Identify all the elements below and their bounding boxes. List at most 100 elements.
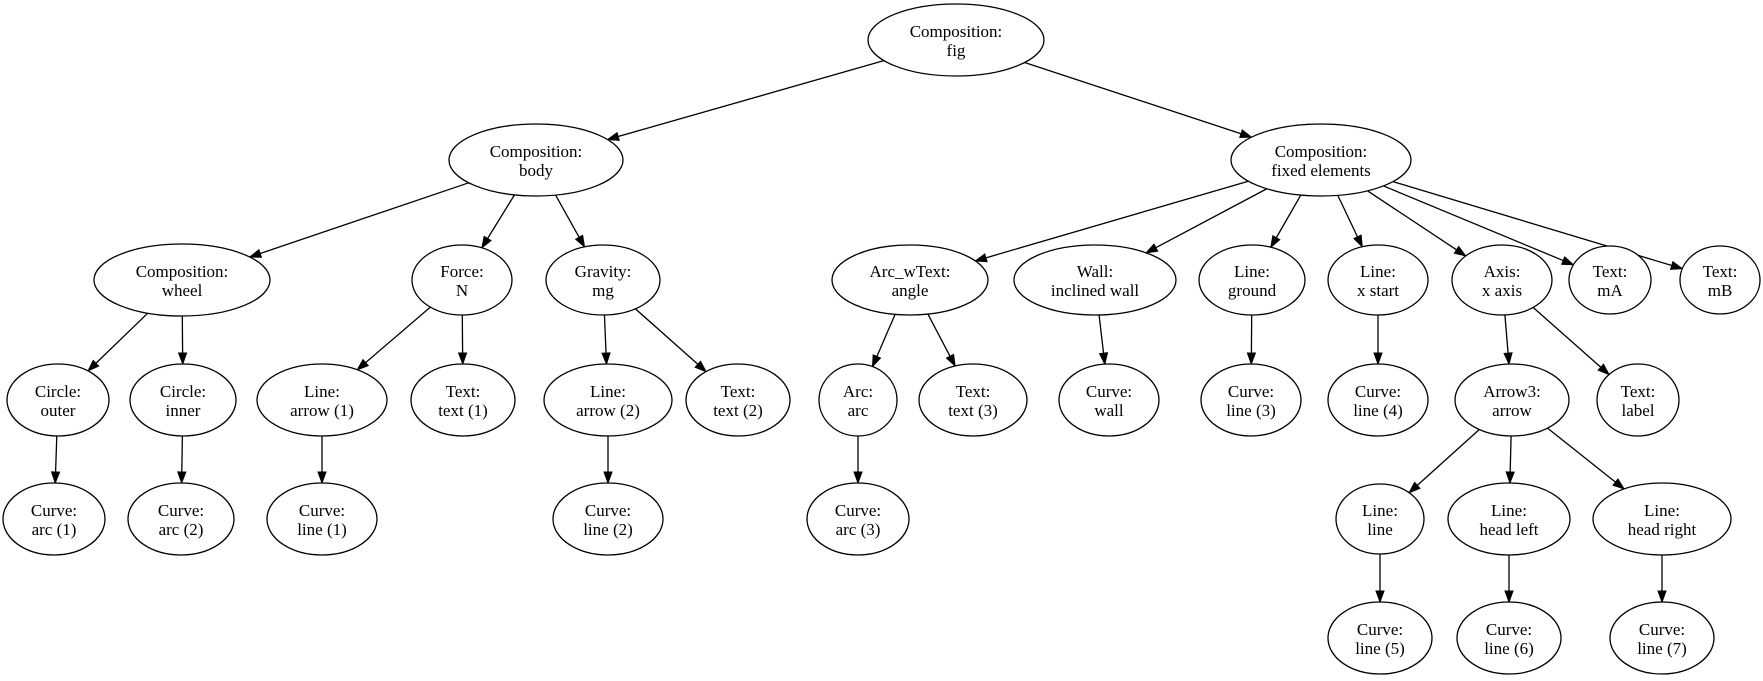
tree-edge-arrow3-headr (1547, 427, 1626, 490)
node-label: Force:N (440, 262, 483, 300)
node-label: Curve:wall (1086, 382, 1132, 420)
tree-node-arrow2: Line:arrow (2) (543, 363, 673, 437)
tree-node-cline1: Curve:line (1) (266, 482, 378, 556)
node-label: Line:x start (1357, 262, 1399, 300)
node-label: Text:text (3) (948, 382, 998, 420)
node-label: Line:arrow (2) (576, 382, 640, 420)
tree-node-carc1: Curve:arc (1) (2, 482, 106, 556)
node-label-line1: Curve: (1639, 620, 1685, 639)
tree-edge-fig-fixed (1024, 61, 1253, 139)
node-ellipse (543, 363, 673, 437)
tree-node-inner: Circle:inner (129, 363, 237, 437)
edge-arrowhead-icon (1239, 129, 1253, 139)
edge-line (1532, 306, 1602, 368)
node-label-line2: ground (1228, 281, 1277, 300)
tree-node-arc: Arc:arc (818, 363, 898, 437)
tree-edge-headr-cline7 (1657, 555, 1667, 604)
node-label-line2: line (1367, 520, 1393, 539)
node-label-line2: text (2) (713, 401, 763, 420)
node-label: Circle:outer (35, 382, 81, 420)
tree-node-fixed: Composition:fixed elements (1230, 123, 1412, 197)
node-ellipse (685, 363, 791, 437)
edge-arrowhead-icon (1453, 245, 1467, 257)
tree-node-arrow3: Arrow3:arrow (1454, 363, 1570, 437)
tree-node-wheel: Composition:wheel (93, 243, 271, 317)
edge-line (1504, 314, 1509, 354)
node-label-line1: Text: (1621, 382, 1656, 401)
tree-node-force: Force:N (411, 244, 513, 316)
tree-edge-wheel-outer (87, 312, 149, 372)
tree-node-label: Text:label (1596, 363, 1680, 437)
tree-edge-body-wheel (248, 182, 469, 258)
edge-arrowhead-icon (1504, 590, 1514, 604)
tree-node-text2: Text:text (2) (685, 363, 791, 437)
node-ellipse (1592, 482, 1732, 556)
node-label: Curve:line (7) (1637, 620, 1687, 658)
node-label-line1: Curve: (585, 501, 631, 520)
node-label-line2: outer (41, 401, 76, 420)
node-ellipse (918, 363, 1028, 437)
node-ellipse (1327, 601, 1433, 675)
edge-arrowhead-icon (1505, 471, 1515, 485)
node-label-line1: Curve: (299, 501, 345, 520)
edge-line (1547, 427, 1616, 483)
tree-edge-fixed-xstart (1337, 195, 1363, 249)
edge-arrowhead-icon (1144, 243, 1159, 254)
node-ellipse (867, 3, 1045, 77)
node-label: Arc_wText:angle (870, 262, 951, 300)
edge-line (54, 435, 58, 473)
node-label: Composition:fig (910, 22, 1003, 60)
tree-node-cline5: Curve:line (5) (1327, 601, 1433, 675)
tree-edge-fixed-angle (973, 180, 1249, 263)
edge-line (181, 435, 184, 473)
node-ellipse (1454, 363, 1570, 437)
edge-arrowhead-icon (1612, 478, 1626, 490)
node-label-line1: Circle: (160, 382, 206, 401)
tree-edge-axis-arrow3 (1503, 314, 1513, 366)
node-label-line2: N (456, 281, 468, 300)
node-label-line2: fig (947, 41, 966, 60)
edge-arrowhead-icon (177, 471, 187, 485)
node-label-line1: Curve: (1486, 620, 1532, 639)
tree-node-headl: Line:head left (1447, 482, 1571, 556)
tree-edge-lline-cline5 (1375, 554, 1385, 604)
node-label-line2: inclined wall (1051, 281, 1140, 300)
tree-edge-body-force (481, 194, 516, 250)
edge-arrowhead-icon (1669, 260, 1684, 270)
node-label: Arrow3:arrow (1483, 382, 1541, 420)
node-label-line2: head left (1480, 520, 1539, 539)
edge-arrowhead-icon (1597, 363, 1611, 376)
node-ellipse (1609, 601, 1715, 675)
node-ellipse (1335, 483, 1425, 555)
tree-edge-gravity-text2 (634, 308, 708, 373)
node-label-line2: x axis (1482, 281, 1522, 300)
node-label-line1: Line: (1362, 501, 1398, 520)
node-label: Curve:arc (2) (158, 501, 204, 539)
node-label-line1: Force: (440, 262, 483, 281)
edge-line (1024, 61, 1242, 135)
node-label-line2: line (7) (1637, 639, 1687, 658)
tree-node-ground: Line:ground (1198, 244, 1306, 316)
tree-node-wall: Wall:inclined wall (1013, 244, 1177, 316)
edge-arrowhead-icon (1560, 256, 1575, 266)
node-ellipse (1451, 244, 1553, 316)
tree-edge-fixed-axis (1367, 190, 1467, 257)
node-label-line1: Line: (590, 382, 626, 401)
node-label: Text:text (2) (713, 382, 763, 420)
edge-arrowhead-icon (694, 360, 708, 373)
edge-arrowhead-icon (177, 352, 188, 366)
node-label-line2: arrow (1492, 401, 1532, 420)
node-ellipse (1327, 363, 1429, 437)
tree-node-arrow1: Line:arrow (1) (256, 363, 388, 437)
node-label: Curve:arc (3) (835, 501, 881, 539)
node-label: Line:head right (1628, 501, 1697, 539)
node-ellipse (1230, 123, 1412, 197)
node-label-line2: text (1) (438, 401, 488, 420)
node-ellipse (256, 363, 388, 437)
node-label: Axis:x axis (1482, 262, 1522, 300)
tree-node-fig: Composition:fig (867, 3, 1045, 77)
edge-arrowhead-icon (1503, 352, 1513, 366)
edge-arrowhead-icon (603, 471, 613, 485)
node-label-line2: arc (3) (836, 520, 881, 539)
